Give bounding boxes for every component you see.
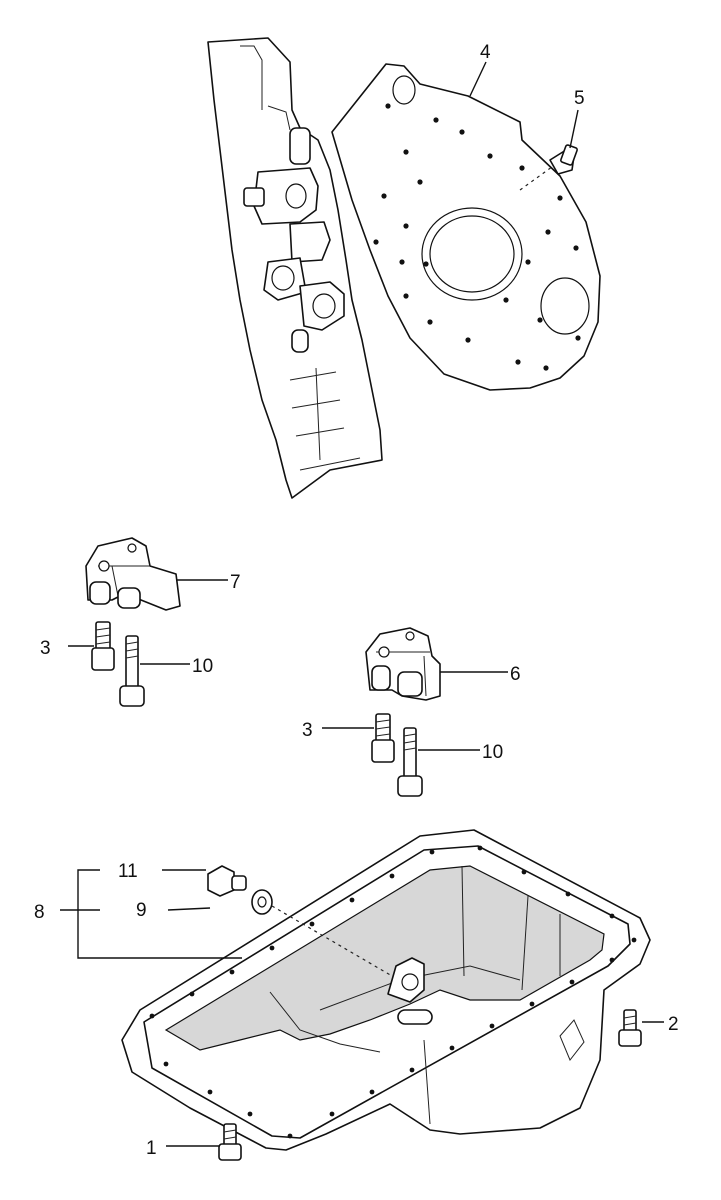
bolt-3-right — [371, 713, 395, 763]
callout-8: 8 — [34, 902, 45, 923]
callout-3-left: 3 — [40, 638, 51, 659]
flywheel-housing-plate — [331, 63, 601, 391]
leader-lines — [60, 61, 664, 1147]
bracket-7 — [85, 537, 181, 611]
bolt-10-left — [119, 635, 145, 707]
bracket-6 — [365, 627, 441, 701]
drain-plug-axis — [271, 905, 393, 977]
bolt-2 — [618, 1009, 642, 1047]
callout-7: 7 — [230, 572, 241, 593]
callout-2: 2 — [668, 1014, 679, 1035]
oil-pan — [121, 829, 651, 1151]
callout-10-left: 10 — [192, 656, 213, 677]
bolt-10-right — [397, 727, 423, 797]
engine-block — [207, 37, 383, 499]
callout-1: 1 — [146, 1138, 157, 1159]
bolt-1 — [218, 1123, 242, 1161]
callout-4: 4 — [480, 42, 491, 63]
pan-flange-bolt-holes — [149, 845, 637, 1139]
callout-9: 9 — [136, 900, 147, 921]
callout-11: 11 — [118, 861, 138, 882]
gasket-9 — [251, 889, 273, 915]
drain-plug-11 — [207, 865, 247, 897]
bolt-5 — [549, 144, 578, 175]
callout-labels: 4 5 7 3 10 6 3 10 11 8 9 2 1 — [34, 42, 679, 1159]
callout-10-right: 10 — [482, 742, 503, 763]
callout-5: 5 — [574, 88, 585, 109]
bolt-3-left — [91, 621, 115, 671]
plate-bolt-holes — [373, 103, 581, 371]
callout-6: 6 — [510, 664, 521, 685]
callout-3-right: 3 — [302, 720, 313, 741]
